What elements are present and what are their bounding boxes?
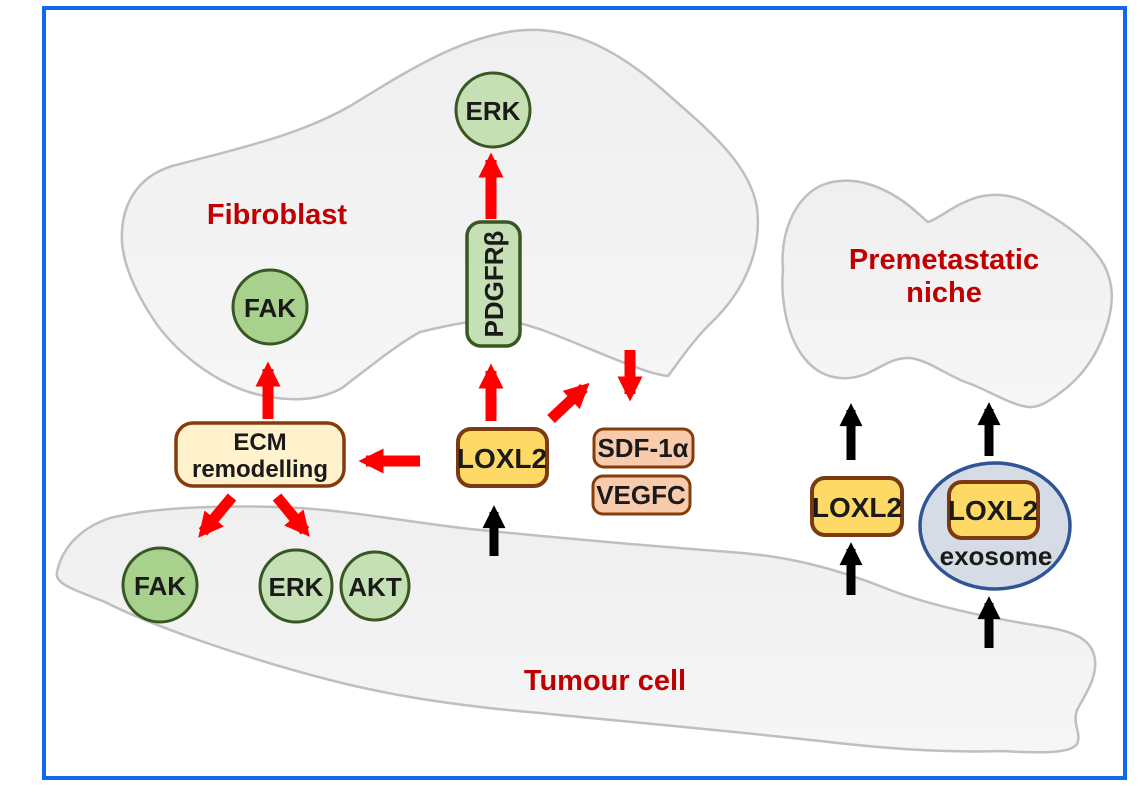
vegfc-label: VEGFC [596,480,686,510]
pdgfrb-receptor-node [465,220,522,348]
premetastatic-niche-label-line1: Premetastatic [849,244,1039,276]
fibroblast-label: Fibroblast [207,199,348,231]
fak-fibroblast-label: FAK [244,293,296,323]
pdgfrb-label: PDGFRβ [479,231,509,338]
arrow-loxl2-to-sdf1a-diagonal [547,382,590,424]
arrow-ecm-to-erk-tumour [272,493,310,537]
tumour-cell-label: Tumour cell [524,665,686,697]
fak-tumour-node [121,546,199,624]
loxl2-right-label: LOXL2 [812,492,902,523]
arrow-ecm-to-fak-tumour [198,493,237,538]
exosome-label: exosome [940,541,1053,571]
fak-fibroblast-node [231,268,309,346]
erk-tumour-node [258,548,334,624]
ecm-remodelling-node [174,421,346,488]
loxl2-center-node [456,427,549,488]
vegfc-node [591,474,692,516]
loxl2-right-node [810,476,904,537]
loxl2-exosome-node [947,480,1040,540]
ecm-label-line1: ECM [233,429,286,456]
premetastatic-niche-shape [781,179,1113,409]
premetastatic-niche-label-line2: niche [906,277,982,309]
erk-fibroblast-label: ERK [466,96,521,126]
loxl2-exosome-label: LOXL2 [948,495,1038,526]
akt-tumour-node [339,550,411,622]
loxl2-center-label: LOXL2 [457,443,547,474]
ecm-label-line2: remodelling [192,456,328,483]
sdf1a-node [592,427,695,469]
erk-tumour-label: ERK [269,572,324,602]
fak-tumour-label: FAK [134,571,186,601]
erk-fibroblast-node [454,71,532,149]
akt-tumour-label: AKT [348,572,402,602]
sdf1a-label: SDF-1α [597,433,688,463]
